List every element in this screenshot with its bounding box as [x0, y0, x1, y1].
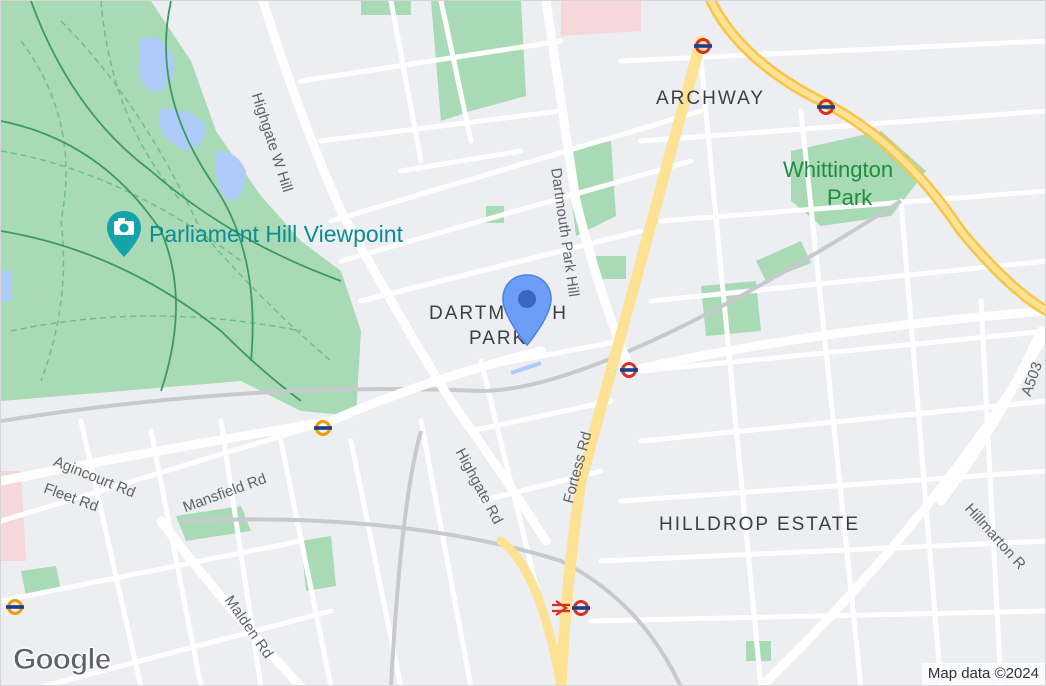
malden-rd-road	[156, 516, 306, 685]
area-label-hilldrop: HILLDROP ESTATE	[659, 514, 861, 535]
google-logo: Google	[12, 643, 111, 677]
green-space	[756, 241, 811, 281]
heath-pond	[215, 150, 246, 201]
green-space	[361, 1, 411, 15]
green-space	[176, 506, 251, 541]
fortess-rd-road	[555, 35, 707, 685]
area-label-archway: ARCHWAY	[656, 88, 765, 109]
underground-station-icon[interactable]	[620, 361, 638, 379]
underground-station-icon[interactable]	[314, 419, 332, 437]
camera-icon	[107, 211, 141, 257]
green-space	[431, 1, 526, 121]
underground-station-icon[interactable]	[572, 599, 590, 617]
hampstead-heath-park	[1, 1, 361, 416]
industrial-area	[561, 1, 641, 36]
mansfield-rd-road	[1, 416, 336, 486]
underground-station-icon[interactable]	[817, 98, 835, 116]
location-pin-icon[interactable]	[501, 273, 553, 347]
highgate-rd-road	[326, 346, 546, 426]
dartmouth-park-hill-road	[541, 1, 636, 376]
area-label-dartmouth-line2: PARK	[469, 328, 528, 349]
highgate-w-hill-road	[258, 1, 551, 546]
map-attribution[interactable]: Map data ©2024	[921, 663, 1045, 685]
hillmarton-rd-road	[756, 326, 1045, 685]
poi-label: Parliament Hill Viewpoint	[149, 221, 403, 247]
underground-station-icon[interactable]	[694, 37, 712, 55]
park-label-whittington-line2[interactable]: Park	[827, 185, 873, 210]
underground-station-icon[interactable]	[6, 598, 24, 616]
heath-pond	[1, 271, 11, 301]
station-platform	[510, 361, 542, 375]
a503-road	[936, 326, 1045, 506]
green-space	[596, 256, 626, 279]
park-label-whittington-line1[interactable]: Whittington	[783, 157, 894, 182]
national-rail-icon[interactable]	[550, 599, 572, 617]
